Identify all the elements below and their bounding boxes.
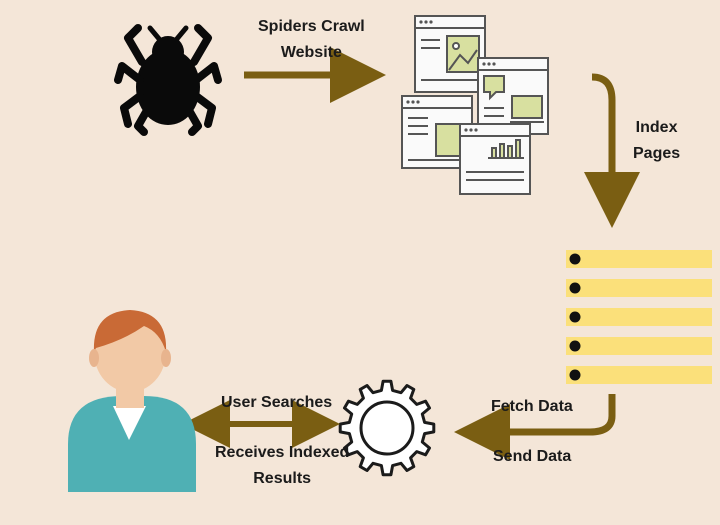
index-label: Index Pages (633, 115, 680, 167)
receives-label-line2: Results (253, 470, 312, 487)
spider-icon (114, 24, 222, 136)
crawl-label-line2: Website (280, 44, 342, 61)
index-list-icon (566, 250, 712, 384)
receives-label-line1: Receives Indexed (215, 444, 350, 461)
fetch-label: Fetch Data (491, 398, 573, 415)
fetch-arrow (454, 394, 616, 460)
crawl-label-line1: Spiders Crawl (258, 18, 365, 35)
user-icon (68, 310, 196, 492)
crawl-label: Spiders Crawl Website (258, 14, 365, 66)
gear-icon (338, 379, 436, 477)
webpage-stack-icon (401, 15, 549, 195)
send-label: Send Data (493, 448, 572, 465)
index-arrow (584, 73, 640, 228)
user-searches-label: User Searches (221, 394, 333, 411)
index-label-line1: Index (635, 119, 678, 136)
receives-label: Receives Indexed Results (215, 440, 349, 492)
index-label-line2: Pages (633, 145, 681, 162)
